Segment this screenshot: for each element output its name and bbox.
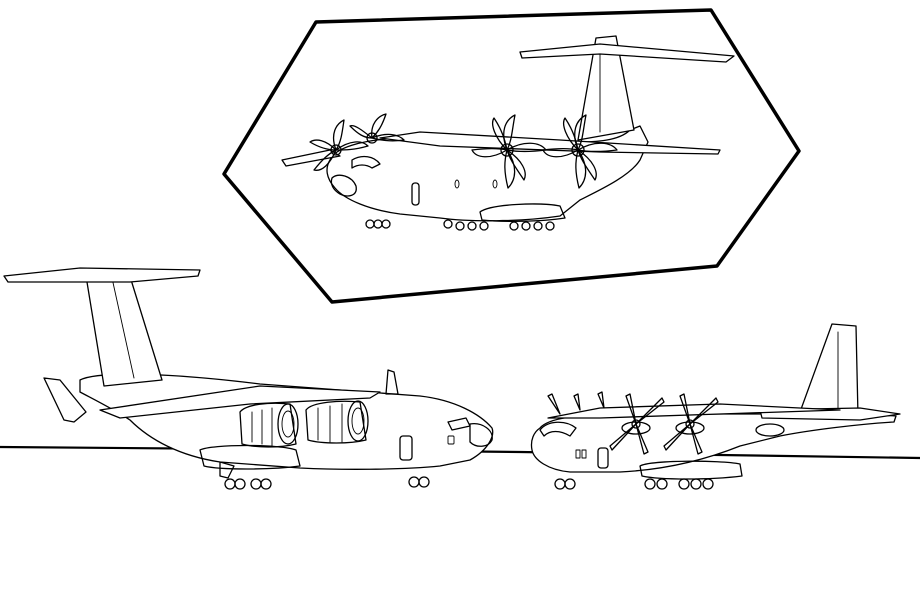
left-jet-engine-1	[239, 402, 299, 448]
left-cargo-jet	[3, 267, 494, 490]
right-plane-landing-gear	[554, 478, 714, 490]
inset-landing-gear	[365, 219, 555, 231]
inset-frame	[222, 8, 801, 304]
inset-propeller-3	[309, 119, 369, 171]
inset-plane	[281, 35, 735, 231]
right-propeller-2	[663, 393, 719, 455]
left-jet-landing-gear	[224, 476, 430, 490]
right-propeller-3	[547, 391, 605, 415]
left-jet-engine-2	[305, 400, 369, 444]
inset-propeller-2	[542, 114, 618, 189]
right-propeller-1	[609, 393, 665, 455]
right-turboprop-plane	[530, 323, 901, 490]
inset-propeller-4	[349, 113, 405, 144]
